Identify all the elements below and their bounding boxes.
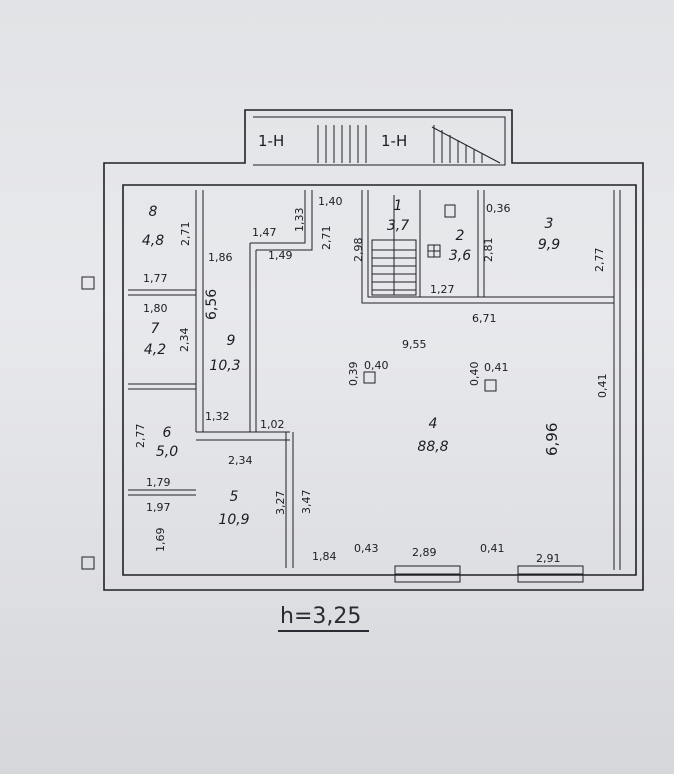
dimension-label: 1,84: [312, 550, 337, 563]
room-number: 7: [151, 321, 160, 337]
room-number: 6: [163, 425, 172, 441]
dimension-label: 1,79: [146, 476, 171, 489]
dimension-label: 0,40: [364, 359, 389, 372]
inner-stair: [371, 195, 417, 296]
dimension-label: 6,56: [204, 289, 220, 320]
dimension-label: 2,91: [536, 552, 561, 565]
dimension-label: 1,80: [143, 302, 168, 315]
stair-steps: [317, 125, 501, 164]
room-area: 3,6: [449, 248, 471, 264]
dimension-label: 1,69: [154, 528, 167, 553]
dimension-label: 0,41: [596, 374, 609, 399]
dimension-label: 3,47: [300, 490, 313, 515]
room-number: 4: [429, 416, 438, 432]
dimension-label: 1,49: [268, 249, 293, 262]
dimension-label: 0,41: [480, 542, 505, 555]
room-area: 4,2: [144, 342, 166, 358]
dimension-label: 1,47: [252, 226, 277, 239]
stair-label: 1-H: [258, 132, 284, 150]
dimension-label: 1,27: [430, 283, 455, 296]
dimension-label: 0,43: [354, 542, 379, 555]
dimension-label: 2,81: [482, 238, 495, 263]
room-area: 9,9: [538, 237, 560, 253]
dimension-label: 6,71: [472, 312, 497, 325]
dimension-label: 2,77: [593, 248, 606, 273]
dimension-label: 0,36: [486, 202, 511, 215]
dimension-label: 1,86: [208, 251, 233, 264]
dimension-label: 1,97: [146, 501, 171, 514]
columns: [363, 204, 497, 392]
room-area: 10,9: [218, 512, 249, 528]
outer-wall: [103, 109, 644, 591]
room-area: 5,0: [156, 444, 178, 460]
height-note: h=3,25: [278, 604, 370, 632]
dimension-label: 1,02: [260, 418, 285, 431]
dimension-label: 2,89: [412, 546, 437, 559]
dimension-label: 2,77: [134, 424, 147, 449]
stair-label: 1-H: [381, 132, 407, 150]
room-number: 5: [230, 489, 239, 505]
room-number: 1: [394, 198, 403, 214]
inner-outer-wall: [122, 184, 637, 576]
dimension-label: 6,96: [543, 423, 561, 456]
dimension-label: 2,98: [352, 238, 365, 263]
dimension-label: 2,34: [228, 454, 253, 467]
room-area: 88,8: [417, 439, 448, 455]
dimension-label: 2,71: [320, 226, 333, 251]
dimension-label: 9,55: [402, 338, 427, 351]
dimension-label: 2,34: [178, 328, 191, 353]
interior-walls: [128, 190, 621, 570]
dimension-label: 0,40: [468, 362, 481, 387]
dimension-label: 1,77: [143, 272, 168, 285]
room-number: 3: [545, 216, 554, 232]
room-number: 9: [227, 333, 236, 349]
stair-block: [253, 116, 506, 166]
dimension-label: 2,71: [179, 222, 192, 247]
windows: [81, 276, 584, 583]
room-number: 8: [149, 204, 158, 220]
dimension-label: 1,32: [205, 410, 230, 423]
room-area: 4,8: [142, 233, 164, 249]
dimension-label: 0,41: [484, 361, 509, 374]
room-number: 2: [456, 228, 465, 244]
dimension-label: 3,27: [274, 491, 287, 516]
dimension-label: 1,40: [318, 195, 343, 208]
dimension-label: 0,39: [347, 362, 360, 387]
room-area: 10,3: [209, 358, 240, 374]
room-area: 3,7: [387, 218, 409, 234]
dimension-label: 1,33: [293, 208, 306, 233]
